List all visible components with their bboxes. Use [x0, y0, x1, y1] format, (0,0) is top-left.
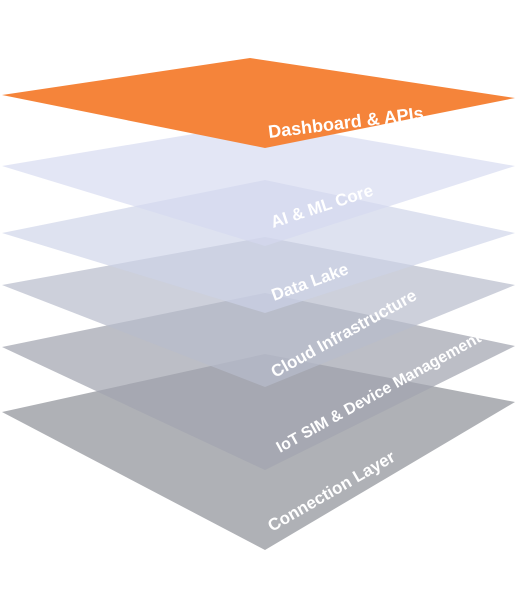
layer-plate-dashboard-apis [2, 58, 515, 148]
layer-dashboard-apis: Dashboard & APIs [2, 58, 515, 148]
layer-plate-ai-ml-core [2, 122, 515, 246]
layer-data-lake: Data Lake [2, 180, 515, 313]
layer-plate-data-lake [2, 180, 515, 313]
layer-plate-cloud-infrastructure [2, 237, 515, 387]
